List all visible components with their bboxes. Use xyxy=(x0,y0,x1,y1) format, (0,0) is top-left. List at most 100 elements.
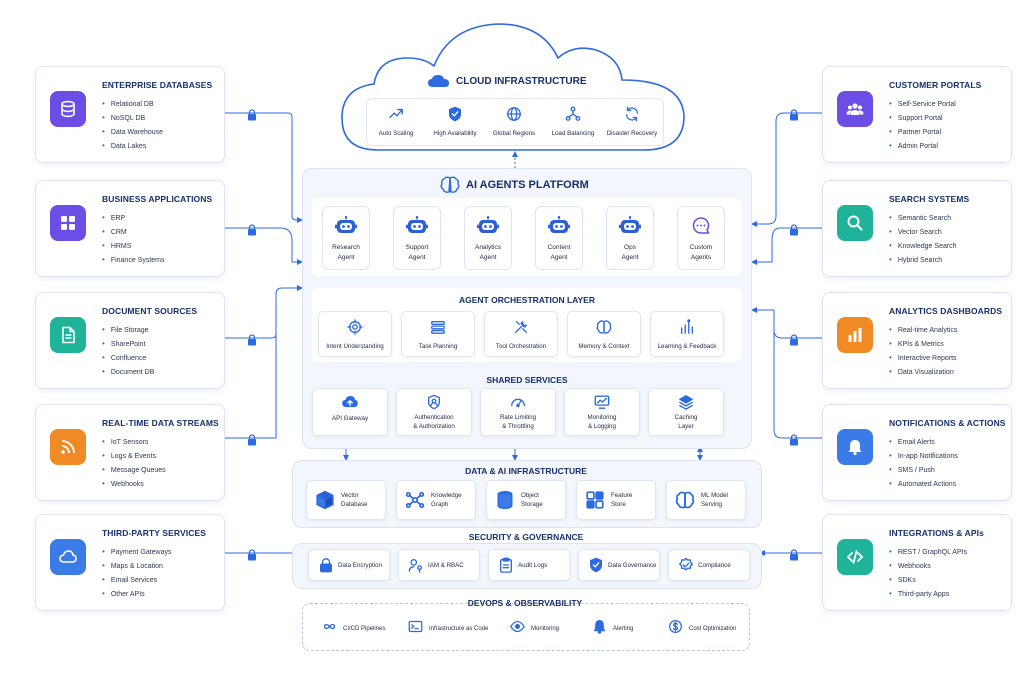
bell-icon xyxy=(837,429,873,465)
shared-label: Rate Limiting& Throttling xyxy=(481,413,555,431)
devops-item[interactable]: Monitoring xyxy=(510,619,559,639)
devops-item[interactable]: Alerting xyxy=(592,619,633,639)
card-list: Relational DBNoSQL DBData WarehouseData … xyxy=(102,97,163,153)
list-item: File Storage xyxy=(102,323,154,337)
list-item: Webhooks xyxy=(889,559,967,573)
list-item: NoSQL DB xyxy=(102,111,163,125)
target-icon xyxy=(347,319,363,340)
left-card-real-time-data-streams: REAL-TIME DATA STREAMS IoT SensorsLogs &… xyxy=(35,404,225,501)
left-card-business-applications: BUSINESS APPLICATIONS ERPCRMHRMSFinance … xyxy=(35,180,225,277)
list-item: Admin Portal xyxy=(889,139,956,153)
security-tile[interactable]: Data Encryption xyxy=(308,549,390,581)
shared-service-tile[interactable]: Authentication& Authorization xyxy=(396,388,472,436)
shared-service-tile[interactable]: Rate Limiting& Throttling xyxy=(480,388,556,436)
brain-icon xyxy=(675,490,695,515)
devops-label: Cost Optimization xyxy=(689,626,737,632)
shared-service-tile[interactable]: API Gateway xyxy=(312,388,388,436)
orchestration-tile[interactable]: Task Planning xyxy=(401,311,475,357)
list-item: Data Visualization xyxy=(889,365,957,379)
database-icon xyxy=(50,91,86,127)
devops-item[interactable]: Cost Optimization xyxy=(668,619,736,639)
devops-item[interactable]: CI/CD Pipelines xyxy=(322,619,385,639)
badge-check-icon xyxy=(678,557,694,578)
list-item: Hybrid Search xyxy=(889,253,957,267)
list-item: Email Alerts xyxy=(889,435,958,449)
card-list: Semantic SearchVector SearchKnowledge Se… xyxy=(889,211,957,267)
shared-label-line: Rate Limiting xyxy=(499,414,537,421)
lock-icon xyxy=(247,223,257,236)
cloud-item-label: High Availability xyxy=(433,130,477,137)
list-item: IoT Sensors xyxy=(102,435,166,449)
label-line: Vector xyxy=(341,492,359,499)
card-title: THIRD-PARTY SERVICES xyxy=(102,528,207,538)
card-list: Email AlertsIn-app NotificationsSMS / Pu… xyxy=(889,435,958,491)
security-label: Data Governance xyxy=(608,562,657,569)
infinity-icon xyxy=(322,619,337,639)
orchestration-tile[interactable]: Memory & Context xyxy=(567,311,641,357)
security-tile[interactable]: Audit Logs xyxy=(488,549,570,581)
orchestration-tile[interactable]: Learning & Feedback xyxy=(650,311,724,357)
agent-suffix: Agent xyxy=(408,254,426,261)
shield-user-icon xyxy=(426,394,442,415)
right-card-analytics-dashboards: ANALYTICS DASHBOARDS Real-time Analytics… xyxy=(822,292,1012,389)
left-card-enterprise-databases: ENTERPRISE DATABASES Relational DBNoSQL … xyxy=(35,66,225,163)
orchestration-tile[interactable]: Intent Understanding xyxy=(318,311,392,357)
list-item: In-app Notifications xyxy=(889,449,958,463)
shield-check-icon xyxy=(447,106,463,127)
robot-icon xyxy=(548,216,570,241)
refresh-icon xyxy=(624,106,640,127)
security-tile[interactable]: Data Governance xyxy=(578,549,660,581)
clipboard-icon xyxy=(498,557,514,578)
gauge-icon xyxy=(510,394,526,415)
agent-name: Analytics xyxy=(474,244,501,251)
robot-icon xyxy=(619,216,641,241)
label-line: Storage xyxy=(521,501,543,508)
list-item: Interactive Reports xyxy=(889,351,957,365)
shared-label-line: Authentication xyxy=(414,414,454,421)
padlock-icon xyxy=(318,557,334,578)
shared-label: Authentication& Authorization xyxy=(397,413,471,431)
orchestration-label: Tool Orchestration xyxy=(495,343,547,350)
orchestration-tile[interactable]: Tool Orchestration xyxy=(484,311,558,357)
list-item: Logs & Events xyxy=(102,449,166,463)
orchestration-label: Memory & Context xyxy=(578,343,630,350)
card-list: REST / GraphQL APIsWebhooksSDKsThird-par… xyxy=(889,545,967,601)
security-tile[interactable]: IAM & RBAC xyxy=(398,549,480,581)
right-card-integrations-apis: INTEGRATIONS & APIs REST / GraphQL APIsW… xyxy=(822,514,1012,611)
lock-icon xyxy=(789,108,799,121)
card-list: Self-Service PortalSupport PortalPartner… xyxy=(889,97,956,153)
lock-icon xyxy=(789,223,799,236)
cloud-items-box xyxy=(366,98,664,146)
list-item: Other APIs xyxy=(102,587,172,601)
shared-label-line: & Logging xyxy=(588,423,616,430)
list-item: SMS / Push xyxy=(889,463,958,477)
shield-check-icon xyxy=(588,557,604,578)
label-line: Feature xyxy=(611,492,633,499)
security-tile[interactable]: Compliance xyxy=(668,549,750,581)
list-item: Real-time Analytics xyxy=(889,323,958,337)
devops-item[interactable]: Infrastructure as Code xyxy=(408,619,488,639)
list-item: Partner Portal xyxy=(889,125,956,139)
cloud-item-label: Global Regions xyxy=(492,130,536,137)
left-card-third-party-services: THIRD-PARTY SERVICES Payment GatewaysMap… xyxy=(35,514,225,611)
shared-service-tile[interactable]: Monitoring& Logging xyxy=(564,388,640,436)
list-item: Email Services xyxy=(102,573,172,587)
